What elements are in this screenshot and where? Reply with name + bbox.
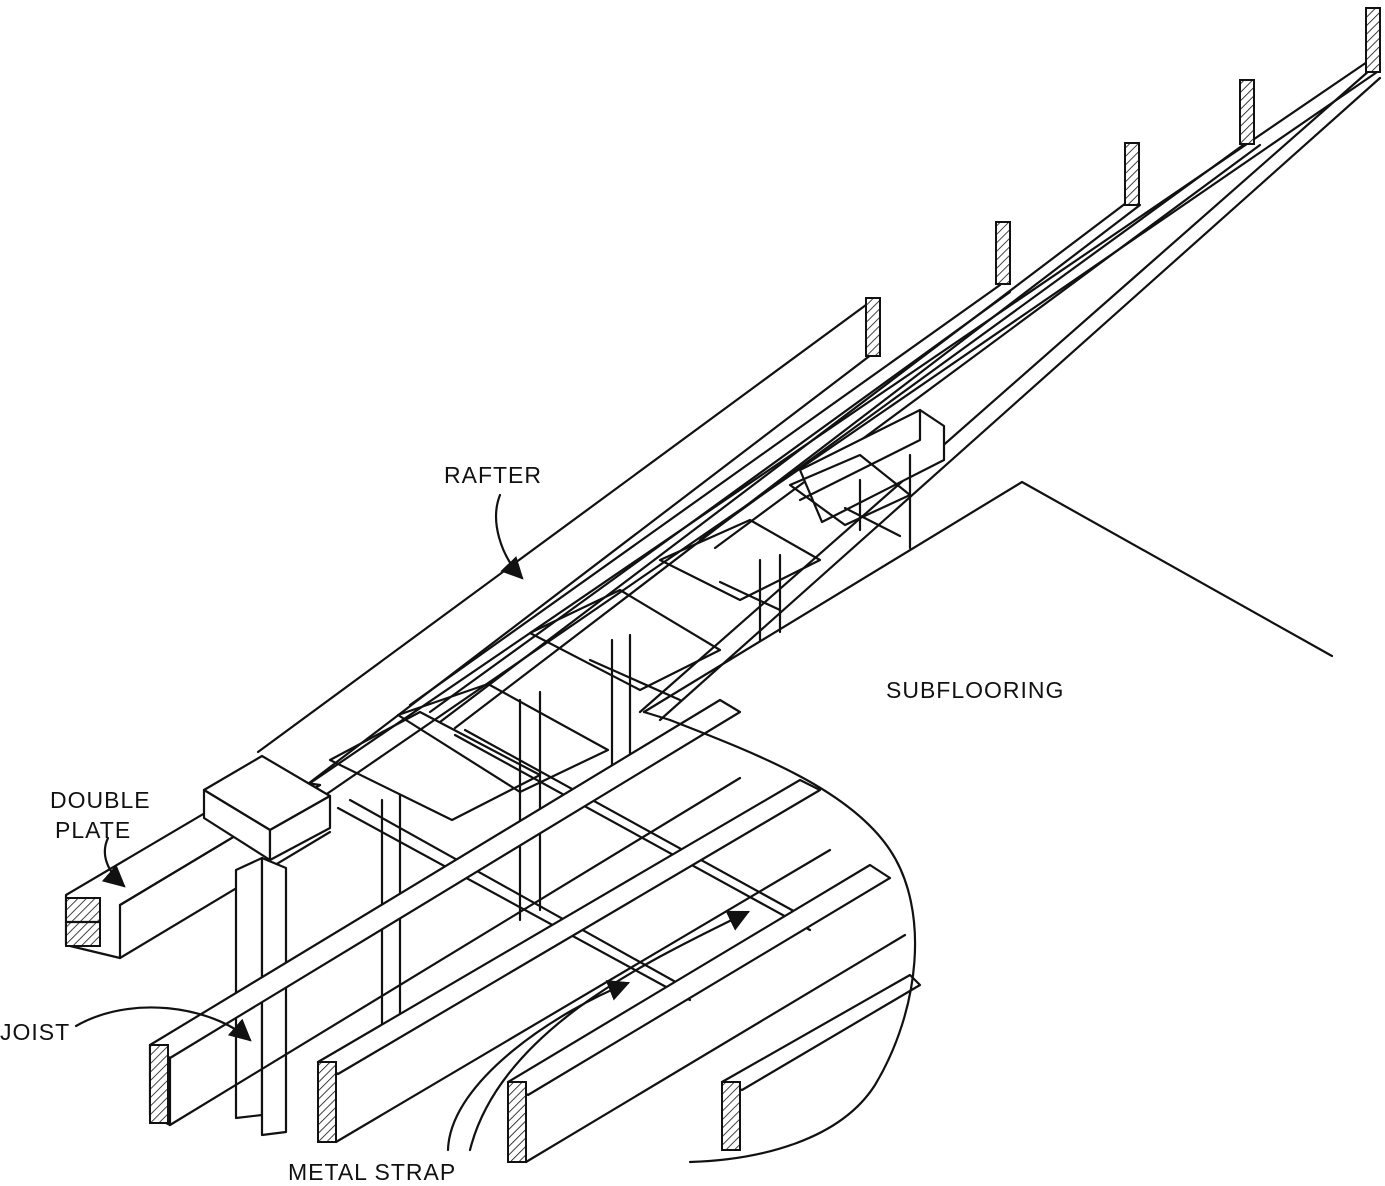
rafters — [256, 7, 1382, 802]
rafter-end — [1239, 79, 1255, 145]
rafter-end — [995, 221, 1011, 285]
blocking — [328, 453, 912, 822]
leaders — [74, 493, 750, 1152]
posts — [234, 553, 782, 1137]
double-plate-label-line2: PLATE — [55, 817, 131, 843]
joist-end — [721, 1081, 741, 1151]
joist-label: JOIST — [0, 1019, 70, 1045]
rafter-end — [1124, 142, 1140, 206]
metal-strap-label: METAL STRAP — [288, 1159, 456, 1185]
rafter-label: RAFTER — [444, 462, 542, 488]
joist-end — [507, 1081, 527, 1163]
rafter-end — [865, 297, 881, 357]
rafter-leader — [495, 493, 524, 580]
joists — [148, 698, 922, 1164]
joist-end — [317, 1061, 337, 1143]
double-plate-label-line1: DOUBLE — [50, 787, 151, 813]
subflooring-label: SUBFLOORING — [886, 677, 1064, 703]
joist-end — [149, 1044, 169, 1124]
subflooring-sheet — [642, 480, 1334, 1164]
double-plate-leader — [101, 836, 126, 888]
joist-leader — [74, 1006, 252, 1042]
metal-strap-leader-1 — [446, 980, 631, 1152]
metal-strap-leader-2 — [468, 910, 750, 1152]
beam-block — [202, 754, 332, 862]
rafter-end — [1365, 7, 1381, 73]
